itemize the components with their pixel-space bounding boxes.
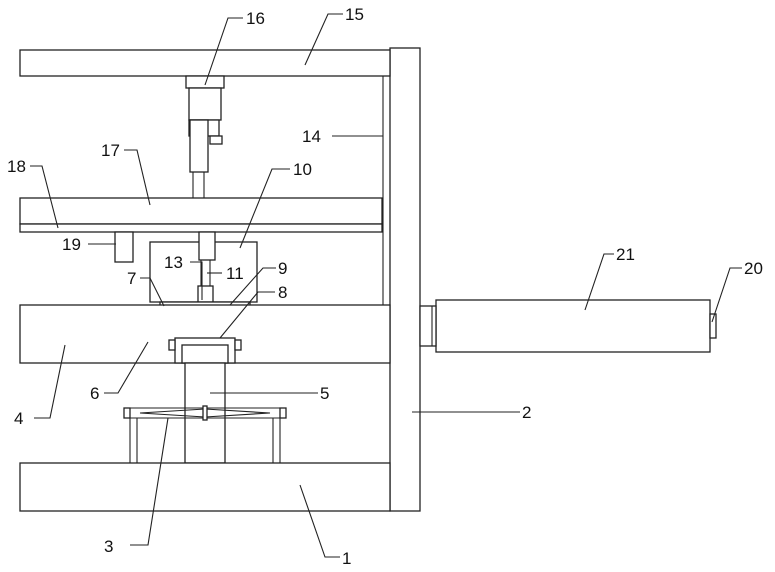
plate-lower-strip	[20, 224, 382, 232]
label-2: 2	[522, 403, 531, 422]
label-9: 9	[278, 259, 287, 278]
label-10: 10	[293, 160, 312, 179]
label-16: 16	[246, 9, 265, 28]
sensor	[115, 232, 133, 262]
label-18: 18	[7, 157, 26, 176]
label-19: 19	[62, 235, 81, 254]
bracket	[169, 338, 241, 363]
moving-plate	[20, 198, 382, 224]
label-8: 8	[278, 283, 287, 302]
label-5: 5	[320, 384, 329, 403]
label-17: 17	[101, 141, 120, 160]
motor-block	[199, 232, 215, 260]
cylinder	[186, 76, 224, 198]
roller-mount	[420, 306, 436, 346]
label-4: 4	[14, 409, 23, 428]
label-7: 7	[127, 269, 136, 288]
base	[20, 463, 390, 511]
label-3: 3	[104, 537, 113, 556]
label-20: 20	[744, 259, 763, 278]
label-15: 15	[345, 5, 364, 24]
top-beam	[20, 50, 390, 76]
label-13: 13	[164, 253, 183, 272]
label-6: 6	[90, 384, 99, 403]
label-11: 11	[226, 264, 244, 283]
label-14: 14	[302, 127, 321, 146]
roller	[436, 300, 710, 352]
vertical-column	[390, 48, 420, 511]
label-21: 21	[616, 245, 635, 264]
label-1: 1	[342, 549, 351, 568]
